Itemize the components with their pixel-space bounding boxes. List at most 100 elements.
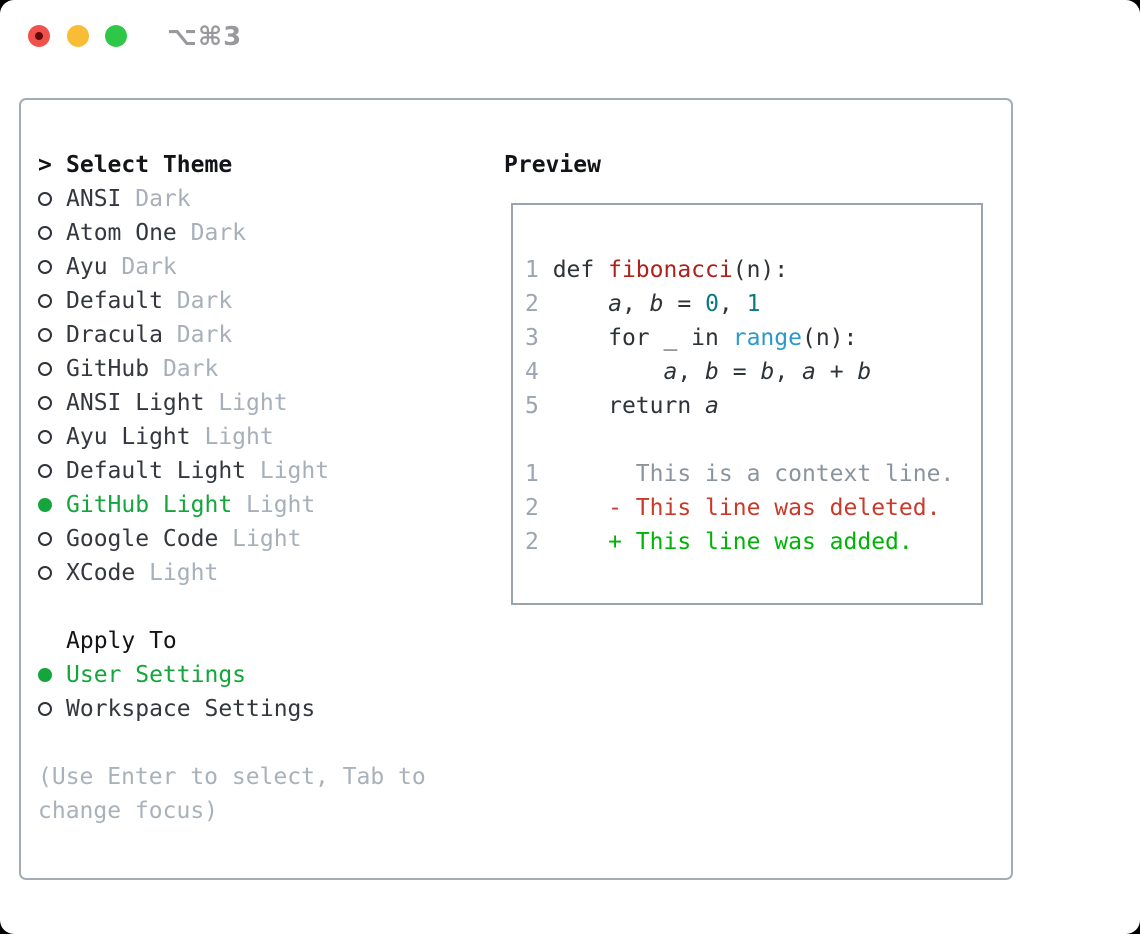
line-number: 5 — [525, 393, 553, 419]
theme-item-ayu[interactable]: Ayu Dark — [38, 250, 478, 284]
selection-caret-icon: > — [38, 152, 52, 178]
code-token-code: return — [552, 393, 706, 419]
theme-item-default-light[interactable]: Default Light Light — [38, 454, 478, 488]
radio-icon — [38, 226, 52, 240]
radio-icon — [38, 260, 52, 274]
theme-name: Google Code — [66, 526, 219, 552]
theme-name: Dracula — [66, 322, 163, 348]
spacer-row — [38, 590, 478, 624]
apply-option-label: User Settings — [66, 662, 247, 688]
theme-item-ansi-light[interactable]: ANSI Light Light — [38, 386, 478, 420]
code-token-code — [553, 291, 608, 317]
theme-variant-tag: Dark — [149, 356, 219, 382]
code-token-builtin: range — [732, 325, 802, 351]
theme-name: Default — [66, 288, 163, 314]
radio-icon — [38, 396, 52, 410]
close-button-dot — [35, 32, 43, 40]
theme-variant-tag: Light — [218, 526, 302, 552]
theme-name: GitHub — [66, 356, 150, 382]
theme-name: XCode — [66, 560, 136, 586]
theme-item-ayu-light[interactable]: Ayu Light Light — [38, 420, 478, 454]
code-token-code: (n): — [801, 325, 858, 351]
code-token-var: b — [705, 359, 719, 385]
theme-item-github-light[interactable]: GitHub Light Light — [38, 488, 478, 522]
theme-variant-tag: Dark — [176, 220, 247, 246]
radio-icon — [38, 464, 52, 478]
theme-name: Ayu — [66, 254, 108, 280]
radio-icon — [38, 532, 52, 546]
code-token-code: (n): — [732, 257, 789, 283]
theme-variant-tag: Dark — [121, 186, 191, 212]
theme-name: ANSI — [66, 186, 122, 212]
code-token-code: def — [552, 257, 609, 283]
radio-icon — [38, 328, 52, 342]
code-token-var: b — [649, 291, 664, 317]
radio-selected-icon — [38, 498, 52, 512]
code-token-var: b — [857, 359, 872, 385]
radio-icon — [38, 362, 52, 376]
theme-name: Atom One — [66, 220, 177, 246]
hint-line-1: (Use Enter to select, Tab to — [38, 764, 426, 790]
apply-option-label: Workspace Settings — [66, 696, 316, 722]
code-token-code: + — [815, 359, 858, 385]
code-token-added: + This line was added. — [552, 529, 913, 555]
theme-item-google-code[interactable]: Google Code Light — [38, 522, 478, 556]
apply-option-workspace-settings[interactable]: Workspace Settings — [38, 692, 478, 726]
code-token-var: a — [608, 291, 622, 317]
theme-name: Default Light — [66, 458, 247, 484]
theme-item-default[interactable]: Default Dark — [38, 284, 478, 318]
theme-variant-tag: Dark — [162, 288, 233, 314]
line-number: 1 — [525, 257, 553, 283]
hint-line-2: change focus) — [38, 798, 219, 824]
code-line: 1 This is a context line. — [525, 457, 981, 491]
code-token-func: fibonacci — [608, 257, 733, 283]
code-token-num: 1 — [746, 291, 761, 317]
code-token-code: for _ in — [552, 325, 733, 351]
radio-icon — [38, 702, 52, 716]
line-number: 2 — [525, 495, 553, 521]
theme-item-dracula[interactable]: Dracula Dark — [38, 318, 478, 352]
select-theme-label: Select Theme — [66, 152, 233, 178]
code-line: 2 - This line was deleted. — [525, 491, 981, 525]
code-line: 3 for _ in range(n): — [525, 321, 981, 355]
code-token-code: , — [774, 359, 803, 385]
code-token-code: , — [621, 291, 650, 317]
theme-variant-tag: Light — [135, 560, 219, 586]
line-number: 1 — [525, 461, 553, 487]
theme-item-github[interactable]: GitHub Dark — [38, 352, 478, 386]
theme-item-atom-one[interactable]: Atom One Dark — [38, 216, 478, 250]
apply-to-label: Apply To — [66, 628, 177, 654]
theme-variant-tag: Light — [232, 492, 316, 518]
zoom-button[interactable] — [105, 25, 127, 47]
theme-name: GitHub Light — [66, 492, 233, 518]
apply-option-user-settings[interactable]: User Settings — [38, 658, 478, 692]
close-button[interactable] — [28, 25, 50, 47]
code-line: 1 def fibonacci(n): — [525, 253, 981, 287]
code-token-code — [553, 359, 664, 385]
radio-icon — [38, 566, 52, 580]
theme-item-ansi[interactable]: ANSI Dark — [38, 182, 478, 216]
theme-item-xcode[interactable]: XCode Light — [38, 556, 478, 590]
line-number: 3 — [525, 325, 553, 351]
code-token-var: a — [705, 393, 719, 419]
line-number: 4 — [525, 359, 553, 385]
theme-variant-tag: Light — [246, 458, 330, 484]
window-title: ⌥⌘3 — [167, 22, 243, 52]
theme-name: Ayu Light — [66, 424, 191, 450]
minimize-button[interactable] — [67, 25, 89, 47]
radio-icon — [38, 192, 52, 206]
code-token-var: a — [663, 359, 678, 385]
code-line — [525, 423, 981, 457]
spacer-row — [38, 726, 478, 760]
code-token-code: , — [677, 359, 706, 385]
radio-selected-icon — [38, 668, 52, 682]
code-token-code: = — [663, 291, 706, 317]
code-token-deleted: - This line was deleted. — [552, 495, 941, 521]
code-line: 2 + This line was added. — [525, 525, 981, 559]
code-line: 2 a, b = 0, 1 — [525, 287, 981, 321]
